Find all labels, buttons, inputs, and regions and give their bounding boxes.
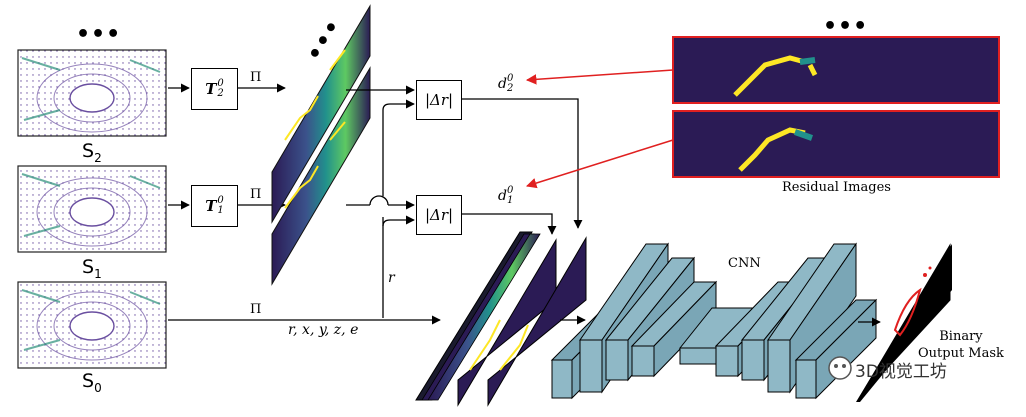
residual-image-2 [672, 36, 1000, 104]
projection-symbol-0: Π [250, 302, 262, 317]
diff-connections [346, 85, 415, 318]
cnn-caption: CNN [728, 256, 761, 271]
cnn-block [550, 242, 878, 400]
diff-box-2: |Δr| [416, 80, 462, 120]
ellipsis-scans: ••• [76, 22, 122, 47]
range-image-1 [271, 66, 371, 286]
residual-image-1 [672, 110, 1000, 178]
ellipsis-residual: ••• [823, 14, 869, 39]
scan-s0-image [17, 281, 167, 369]
residual-images [525, 36, 1000, 189]
watermark-text: 3D视觉工坊 [855, 362, 947, 382]
diff-outputs [462, 98, 583, 235]
projection-symbol-1: Π [250, 187, 262, 202]
residual-images-caption: Residual Images [782, 180, 891, 195]
output-mask-caption: Binary Output Mask [918, 329, 1004, 361]
scan-s1-image [17, 165, 167, 253]
scan-label-s1: S1 [82, 256, 102, 281]
watermark-logo [828, 356, 852, 380]
range-images-transformed [271, 4, 371, 286]
arrows-scan-to-transform [168, 83, 190, 210]
input-stack [415, 231, 587, 407]
scan-s2-image [17, 49, 167, 137]
channels-label: r, x, y, z, e [288, 322, 359, 338]
projection-symbol-2: Π [250, 70, 262, 85]
scan-label-s0: S0 [82, 370, 102, 395]
scan-label-s2: S2 [82, 140, 102, 165]
scan-panels [17, 49, 167, 369]
range-label: r [388, 270, 395, 286]
diff-box-1: |Δr| [416, 195, 462, 235]
binary-mask-image [856, 243, 952, 402]
